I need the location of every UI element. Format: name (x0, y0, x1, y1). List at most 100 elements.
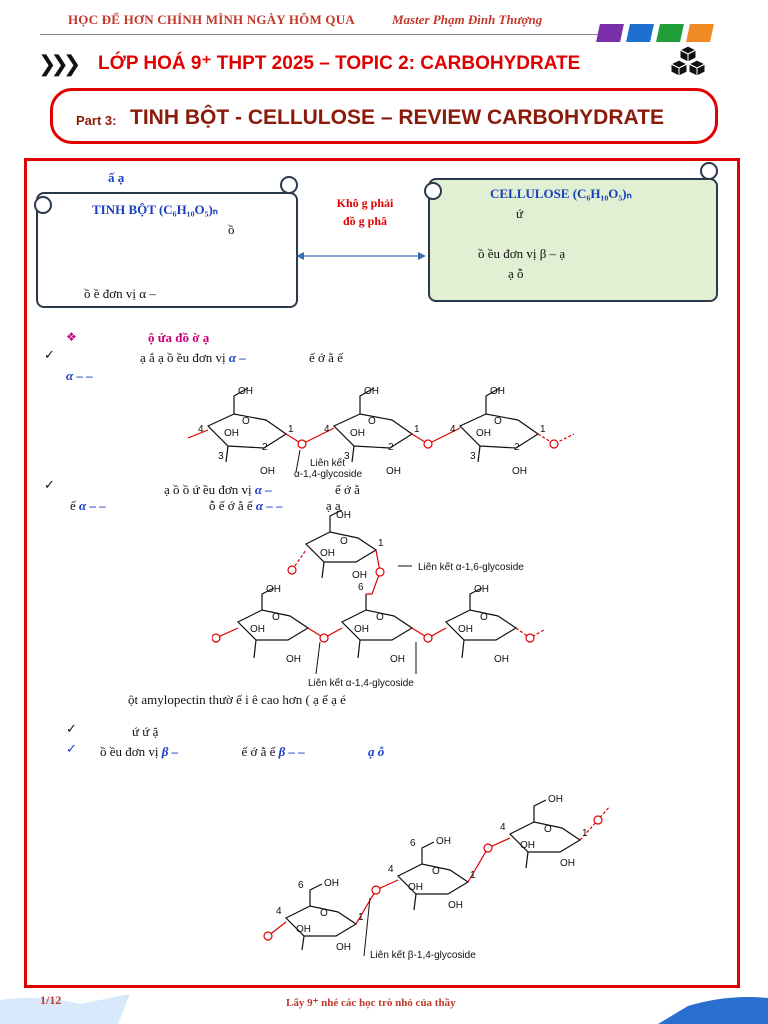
topic-title: LỚP HOÁ 9⁺ THPT 2025 – TOPIC 2: CARBOHYD… (98, 53, 581, 74)
cellulose-line: ồ ều đơn vị β – ạ (478, 246, 566, 261)
svg-text:6: 6 (358, 582, 364, 593)
svg-text:OH: OH (390, 654, 405, 665)
svg-text:OH: OH (520, 840, 535, 851)
intro-heading: ấ ạ (108, 170, 125, 185)
alpha-term: α – – (79, 498, 106, 513)
alpha-term: α – (254, 482, 272, 497)
svg-text:OH: OH (474, 584, 489, 595)
cellulose-title: CELLULOSE (C₆H₁₀O₅)ₙ (490, 186, 632, 201)
page-number: 1/12 (40, 993, 62, 1007)
section2-text: ế α – – ỗ ế ớ ằ ế α – – ạ ạ (70, 498, 341, 514)
section1-text: ạ ắ ạ ồ ều đơn vị α – ế ớ ằ ế (140, 350, 343, 366)
cellulose-scroll (428, 178, 718, 302)
header-swatch-orange (686, 24, 714, 42)
beta-term: β – (161, 744, 179, 759)
svg-text:OH: OH (350, 428, 365, 439)
svg-text:OH: OH (548, 794, 563, 805)
svg-text:O: O (242, 416, 250, 427)
svg-text:OH: OH (352, 570, 367, 581)
starch-line: ồ (228, 222, 235, 237)
alpha-term: α – – (66, 368, 93, 383)
scroll-curl-icon (700, 162, 718, 180)
section2-text: ạ ồ ồ ứ ều đơn vị α – ế ớ ằ (164, 482, 360, 498)
svg-text:6: 6 (298, 880, 304, 891)
starch-line: ồ ề đơn vị α – (84, 286, 156, 301)
svg-text:OH: OH (250, 624, 265, 635)
header-author: Master Phạm Đình Thượng (392, 12, 543, 27)
svg-text:O: O (376, 612, 384, 623)
footer-wave-graphic (0, 994, 130, 1024)
svg-text:OH: OH (336, 942, 351, 953)
check-icon: ✓ (44, 348, 55, 363)
svg-text:1: 1 (582, 828, 588, 839)
svg-text:1: 1 (378, 538, 384, 549)
svg-text:4: 4 (500, 822, 506, 833)
header-motto: HỌC ĐỂ HƠN CHÍNH MÌNH NGÀY HÔM QUA (68, 12, 355, 27)
diagram2-label-16: Liên kết α-1,6-glycoside (418, 561, 524, 573)
svg-text:OH: OH (238, 386, 253, 397)
svg-text:4: 4 (388, 864, 394, 875)
svg-text:O: O (544, 824, 552, 835)
footer-motto: Lấy 9⁺ nhé các học trò nhỏ của thầy (286, 997, 456, 1009)
svg-text:OH: OH (320, 548, 335, 559)
text-segment: ạ ỗ (368, 744, 385, 759)
svg-text:OH: OH (490, 386, 505, 397)
section1-heading: ộ ứa đồ ờ ạ (148, 330, 210, 345)
svg-text:OH: OH (448, 900, 463, 911)
svg-text:O: O (494, 416, 502, 427)
scroll-curl-icon (424, 182, 442, 200)
text-segment: ỗ ế ớ ằ ế (208, 498, 253, 513)
text-segment: ồ ều đơn vị (100, 744, 159, 759)
scroll-curl-icon (280, 176, 298, 194)
svg-text:OH: OH (512, 466, 527, 477)
part-title: TINH BỘT - CELLULOSE – REVIEW CARBOHYDRA… (130, 106, 664, 129)
text-segment: ạ ồ ồ ứ ều đơn vị (164, 482, 252, 497)
svg-text:1: 1 (414, 424, 420, 435)
svg-text:4: 4 (198, 424, 204, 435)
svg-text:4: 4 (276, 906, 282, 917)
header-divider (40, 34, 600, 35)
svg-text:O: O (432, 866, 440, 877)
alpha-term: α – (228, 350, 246, 365)
svg-text:OH: OH (476, 428, 491, 439)
part-title-box (50, 88, 718, 144)
amylopectin-note: ột amylopectin thườ ế i ê cao hơn ( ạ ế … (128, 692, 346, 707)
beta-term: β – – (278, 744, 305, 759)
svg-text:OH: OH (494, 654, 509, 665)
svg-text:2: 2 (262, 442, 268, 453)
double-arrow-icon (296, 252, 426, 260)
svg-text:1: 1 (358, 912, 364, 923)
content-frame (24, 158, 740, 988)
svg-text:OH: OH (224, 428, 239, 439)
svg-text:O: O (320, 908, 328, 919)
svg-text:OH: OH (408, 882, 423, 893)
text-segment: ế (70, 498, 76, 513)
svg-text:O: O (368, 416, 376, 427)
svg-text:1: 1 (470, 870, 476, 881)
check-icon: ✓ (44, 478, 55, 493)
footer-wave-graphic-right (658, 997, 768, 1024)
middle-note: Khô g phải (336, 196, 394, 210)
svg-text:3: 3 (470, 451, 476, 462)
header-swatch-purple (596, 24, 624, 42)
svg-text:OH: OH (386, 466, 401, 477)
header-swatch-blue (626, 24, 654, 42)
svg-text:O: O (272, 612, 280, 623)
cellulose-line: ạ ỗ (508, 266, 524, 281)
diagram3-label: Liên kết β-1,4-glycoside (370, 949, 476, 961)
svg-text:2: 2 (388, 442, 394, 453)
header-swatch-green (656, 24, 684, 42)
part-label: Part 3: (76, 113, 117, 128)
diagram2-label-14: Liên kết α-1,4-glycoside (308, 677, 414, 689)
svg-text:OH: OH (354, 624, 369, 635)
svg-text:3: 3 (218, 451, 224, 462)
svg-text:6: 6 (410, 838, 416, 849)
text-segment: ế ớ ằ ế (241, 744, 276, 759)
svg-text:3: 3 (344, 451, 350, 462)
starch-title: TINH BỘT (C₆H₁₀O₅)ₙ (92, 202, 218, 217)
svg-text:4: 4 (450, 424, 456, 435)
svg-text:4: 4 (324, 424, 330, 435)
svg-text:OH: OH (266, 584, 281, 595)
chevrons-icon: ❯❯❯ (38, 52, 81, 77)
